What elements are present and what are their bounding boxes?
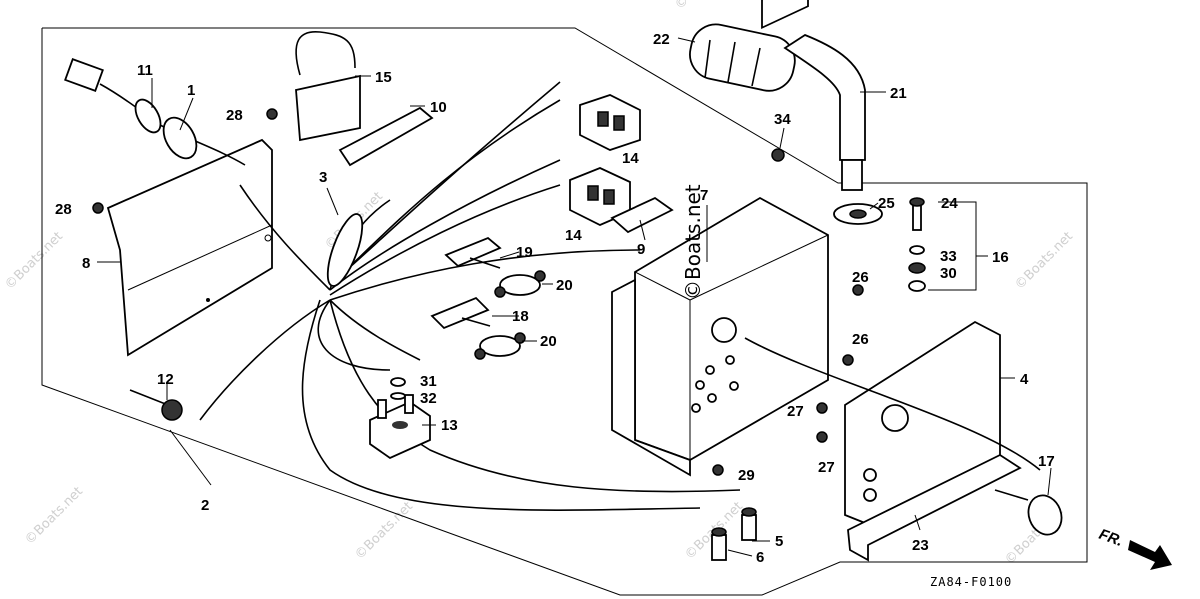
callout-6: 6: [756, 549, 764, 566]
callout-7: 7: [700, 187, 708, 204]
front-direction-label: FR.: [1097, 526, 1126, 550]
handle-bar: [783, 33, 866, 191]
front-direction-indicator: FR.: [1097, 526, 1172, 570]
callout-28-upper: 28: [226, 107, 243, 124]
callout-20-upper: 20: [556, 277, 573, 294]
hardware: [92, 108, 926, 476]
callout-18: 18: [512, 308, 529, 325]
callout-33: 33: [940, 248, 957, 265]
callout-31: 31: [420, 373, 437, 390]
callout-5: 5: [775, 533, 783, 550]
callout-12: 12: [157, 371, 174, 388]
callout-17: 17: [1038, 453, 1055, 470]
callout-26-upper: 26: [852, 269, 869, 286]
watermark: ©Boats.net: [352, 499, 416, 563]
capacitor: [295, 30, 434, 167]
callout-13: 13: [441, 417, 458, 434]
switch-19: [444, 236, 502, 269]
callout-19: 19: [516, 244, 533, 261]
callout-15: 15: [375, 69, 392, 86]
callout-14-upper: 14: [622, 150, 639, 167]
boats-net-mark: ©Boats.net: [681, 184, 705, 300]
watermark: ©Boats.net: [2, 229, 66, 293]
ground-terminal: [744, 337, 1063, 536]
watermark: ©Boats.net: [22, 484, 86, 548]
callout-29: 29: [738, 467, 755, 484]
watermark: ©Boats.net: [1012, 229, 1076, 293]
callout-4: 4: [1020, 371, 1029, 388]
rectifier: [369, 377, 431, 460]
handle-grip: [689, 23, 796, 92]
leader-lines: [97, 37, 1052, 557]
callout-21: 21: [890, 85, 907, 102]
callout-16: 16: [992, 249, 1009, 266]
receptacle-lower: [569, 167, 631, 226]
callout-8: 8: [82, 255, 90, 272]
callout-14-lower: 14: [565, 227, 582, 244]
callout-26-lower: 26: [852, 331, 869, 348]
diagram-reference-code: ZA84-F0100: [930, 575, 1012, 589]
callout-labels: 1 2 3 4 5 6 7 8 9 10 11 12 13 14 14 15 1…: [55, 31, 1055, 566]
callout-10: 10: [430, 99, 447, 116]
callout-24: 24: [941, 195, 958, 212]
callout-32: 32: [420, 390, 437, 407]
callout-34: 34: [774, 111, 791, 128]
receptacle-upper: [579, 94, 641, 151]
output-terminal: [711, 507, 757, 561]
receptacle-cover: [610, 196, 674, 234]
callout-9: 9: [637, 241, 645, 258]
callout-27-upper: 27: [787, 403, 804, 420]
callout-11: 11: [137, 62, 153, 79]
callout-27-lower: 27: [818, 459, 835, 476]
callout-28-left: 28: [55, 201, 72, 218]
face-plate: [844, 320, 1001, 526]
callout-30: 30: [940, 265, 957, 282]
callout-1: 1: [187, 82, 195, 99]
callout-3: 3: [319, 169, 327, 186]
watermark: ©Boats.net: [672, 0, 736, 13]
connector-cable: [64, 58, 246, 166]
sensor: [129, 389, 183, 421]
breaker-lower: [474, 332, 526, 360]
breaker-upper: [494, 270, 546, 298]
callout-2: 2: [201, 497, 209, 514]
callout-20-lower: 20: [540, 333, 557, 350]
wiring-harness: [199, 81, 741, 511]
group-boundary: [41, 27, 1088, 596]
callout-22: 22: [653, 31, 670, 48]
switch-18: [430, 296, 491, 330]
control-panel-plate: [106, 138, 273, 357]
callout-25: 25: [878, 195, 895, 212]
base-channel: [847, 453, 1022, 562]
callout-23: 23: [912, 537, 929, 554]
arrow-right-icon: [1128, 540, 1172, 570]
control-box: [611, 0, 829, 477]
